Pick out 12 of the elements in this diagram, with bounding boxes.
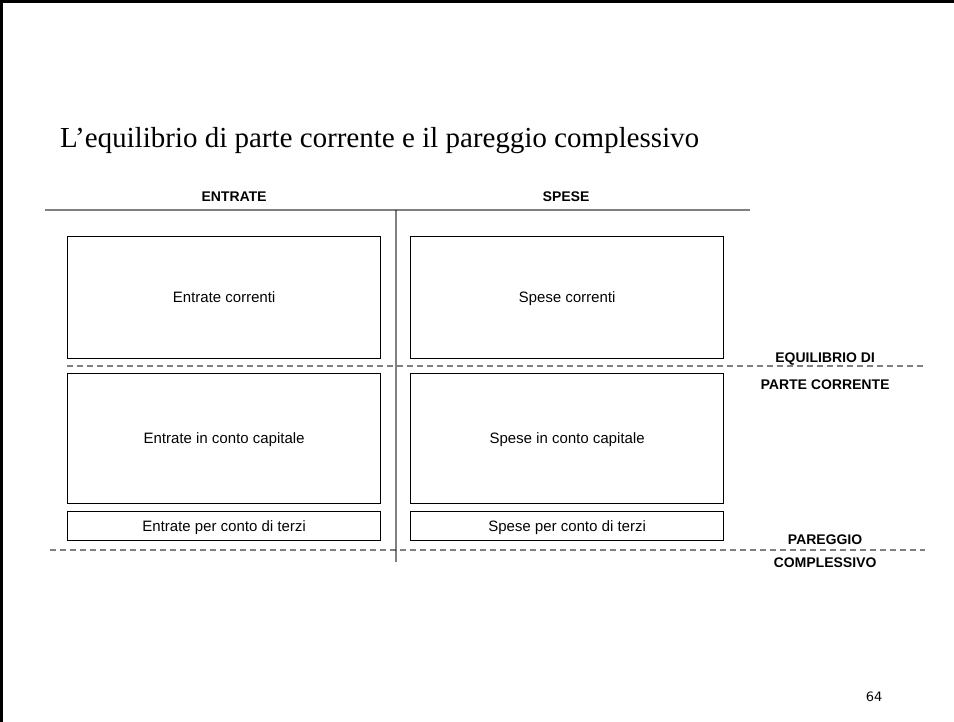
balance-label: EQUILIBRIO DI PARTE CORRENTE — [760, 348, 890, 394]
budget-box: Spese per conto di terzi — [410, 511, 724, 541]
column-header: SPESE — [542, 188, 590, 204]
budget-box: Entrate in conto capitale — [67, 373, 381, 504]
budget-box: Spese in conto capitale — [410, 373, 724, 504]
balance-label: PAREGGIO COMPLESSIVO — [772, 530, 878, 572]
budget-box: Entrate per conto di terzi — [67, 511, 381, 541]
slide-title: L’equilibrio di parte corrente e il pareggio complessivo — [60, 122, 700, 155]
budget-box: Entrate correnti — [67, 236, 381, 359]
page-number: 64 — [864, 690, 884, 705]
budget-box: Spese correnti — [410, 236, 724, 359]
column-header: ENTRATE — [200, 188, 268, 204]
